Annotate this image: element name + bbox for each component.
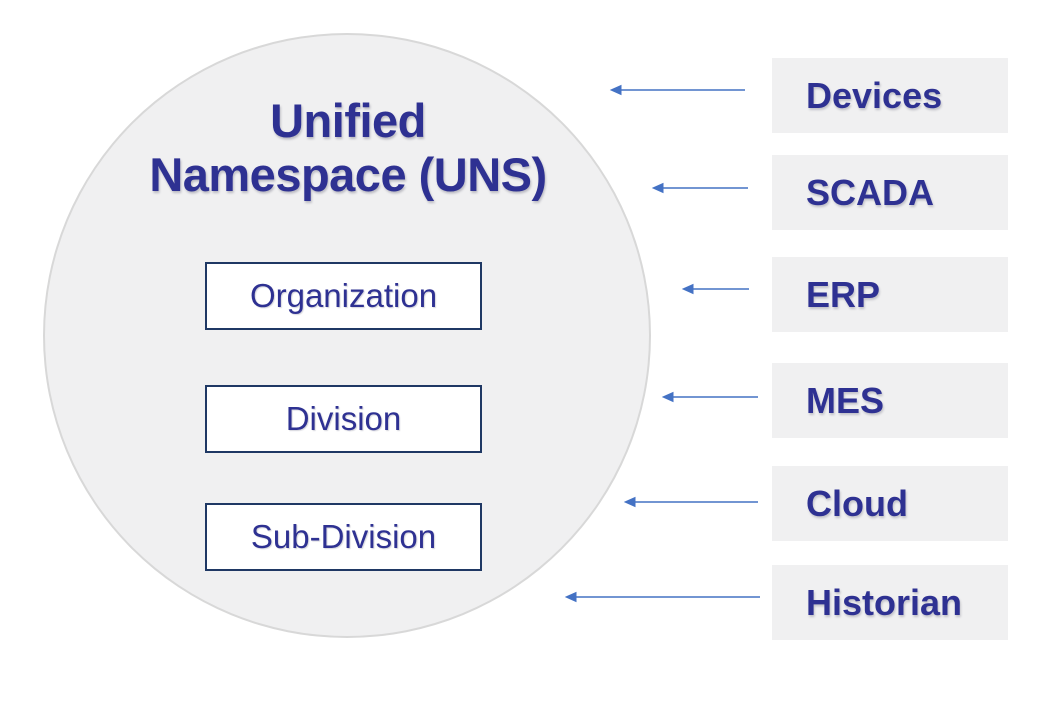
arrow-head-icon — [623, 496, 636, 508]
arrow-head-icon — [661, 391, 674, 403]
uns-title: Unified Namespace (UNS) — [120, 94, 576, 202]
hierarchy-box-division-label: Division — [285, 400, 402, 437]
external-box-mes: MES — [772, 363, 1008, 438]
external-box-historian-label: Historian — [806, 581, 963, 623]
external-box-devices: Devices — [772, 58, 1008, 133]
external-box-scada: SCADA — [772, 155, 1008, 230]
arrow-mes — [661, 391, 758, 403]
hierarchy-box-organization: Organization — [205, 262, 482, 330]
uns-title-line-2: Namespace (UNS) — [149, 148, 547, 202]
arrow-devices — [609, 84, 745, 96]
hierarchy-box-organization-label: Organization — [249, 277, 438, 314]
arrow-scada — [651, 182, 748, 194]
arrow-head-icon — [681, 283, 694, 295]
external-box-scada-label: SCADA — [806, 171, 935, 213]
external-box-cloud-label: Cloud — [806, 482, 908, 524]
arrow-head-icon — [609, 84, 622, 96]
uns-title-line-1: Unified — [270, 94, 426, 147]
external-box-mes-label: MES — [806, 379, 885, 421]
hierarchy-box-sub-division-label: Sub-Division — [250, 518, 437, 555]
hierarchy-box-sub-division: Sub-Division — [205, 503, 482, 571]
arrow-historian — [564, 591, 760, 603]
external-box-historian: Historian — [772, 565, 1008, 640]
hierarchy-box-division: Division — [205, 385, 482, 453]
arrow-erp — [681, 283, 749, 295]
external-box-cloud: Cloud — [772, 466, 1008, 541]
arrow-head-icon — [564, 591, 577, 603]
arrow-head-icon — [651, 182, 664, 194]
external-box-devices-label: Devices — [806, 74, 943, 116]
arrow-cloud — [623, 496, 758, 508]
external-box-erp-label: ERP — [806, 273, 881, 315]
external-box-erp: ERP — [772, 257, 1008, 332]
